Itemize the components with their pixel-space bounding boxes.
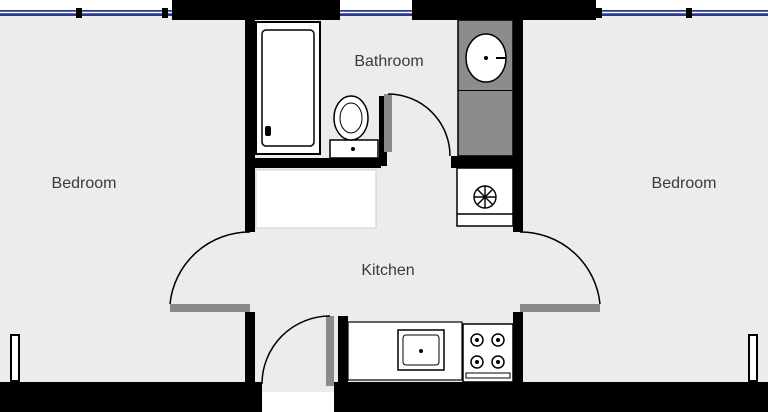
vanity-counter [255, 169, 377, 229]
wall-left-upper [245, 16, 255, 232]
sink-icon [457, 19, 514, 157]
window-top-bathroom [340, 10, 412, 16]
wall-bathroom-jamb [379, 96, 387, 166]
room-label-bedroom-right: Bedroom [652, 175, 717, 192]
door-sill-bathroom [384, 94, 392, 152]
wall-right-lower [513, 312, 523, 384]
wall-left-lower [245, 312, 255, 384]
door-sill-entry [326, 316, 334, 386]
wall-bathroom-bottom [255, 158, 381, 168]
door-sill-left [170, 304, 250, 312]
kitchen-sink-icon [347, 321, 463, 381]
door-sill-right [520, 304, 600, 312]
door-swing-left-bedroom [169, 231, 251, 305]
window-top-left [0, 8, 172, 18]
stove-icon [462, 323, 514, 383]
door-sill-entrance [262, 392, 334, 412]
door-swing-bathroom [387, 93, 451, 157]
bathtub-icon [255, 21, 321, 155]
door-swing-right-bedroom [519, 231, 601, 305]
door-swing-entry [261, 315, 331, 385]
room-label-bedroom-left: Bedroom [52, 175, 117, 192]
window-top-right [596, 8, 768, 18]
fridge-icon [456, 167, 514, 227]
wall-bottom-right [334, 382, 768, 412]
wall-top-middle [412, 0, 596, 20]
room-label-kitchen: Kitchen [361, 262, 414, 279]
wall-right-upper [513, 16, 523, 232]
wall-top-left [172, 0, 340, 20]
wall-bottom-left [0, 382, 262, 412]
toilet-icon [329, 95, 379, 159]
wall-closet-bottom [451, 156, 513, 168]
wall-kitchen-divider [338, 316, 348, 384]
room-label-bathroom: Bathroom [354, 53, 423, 70]
